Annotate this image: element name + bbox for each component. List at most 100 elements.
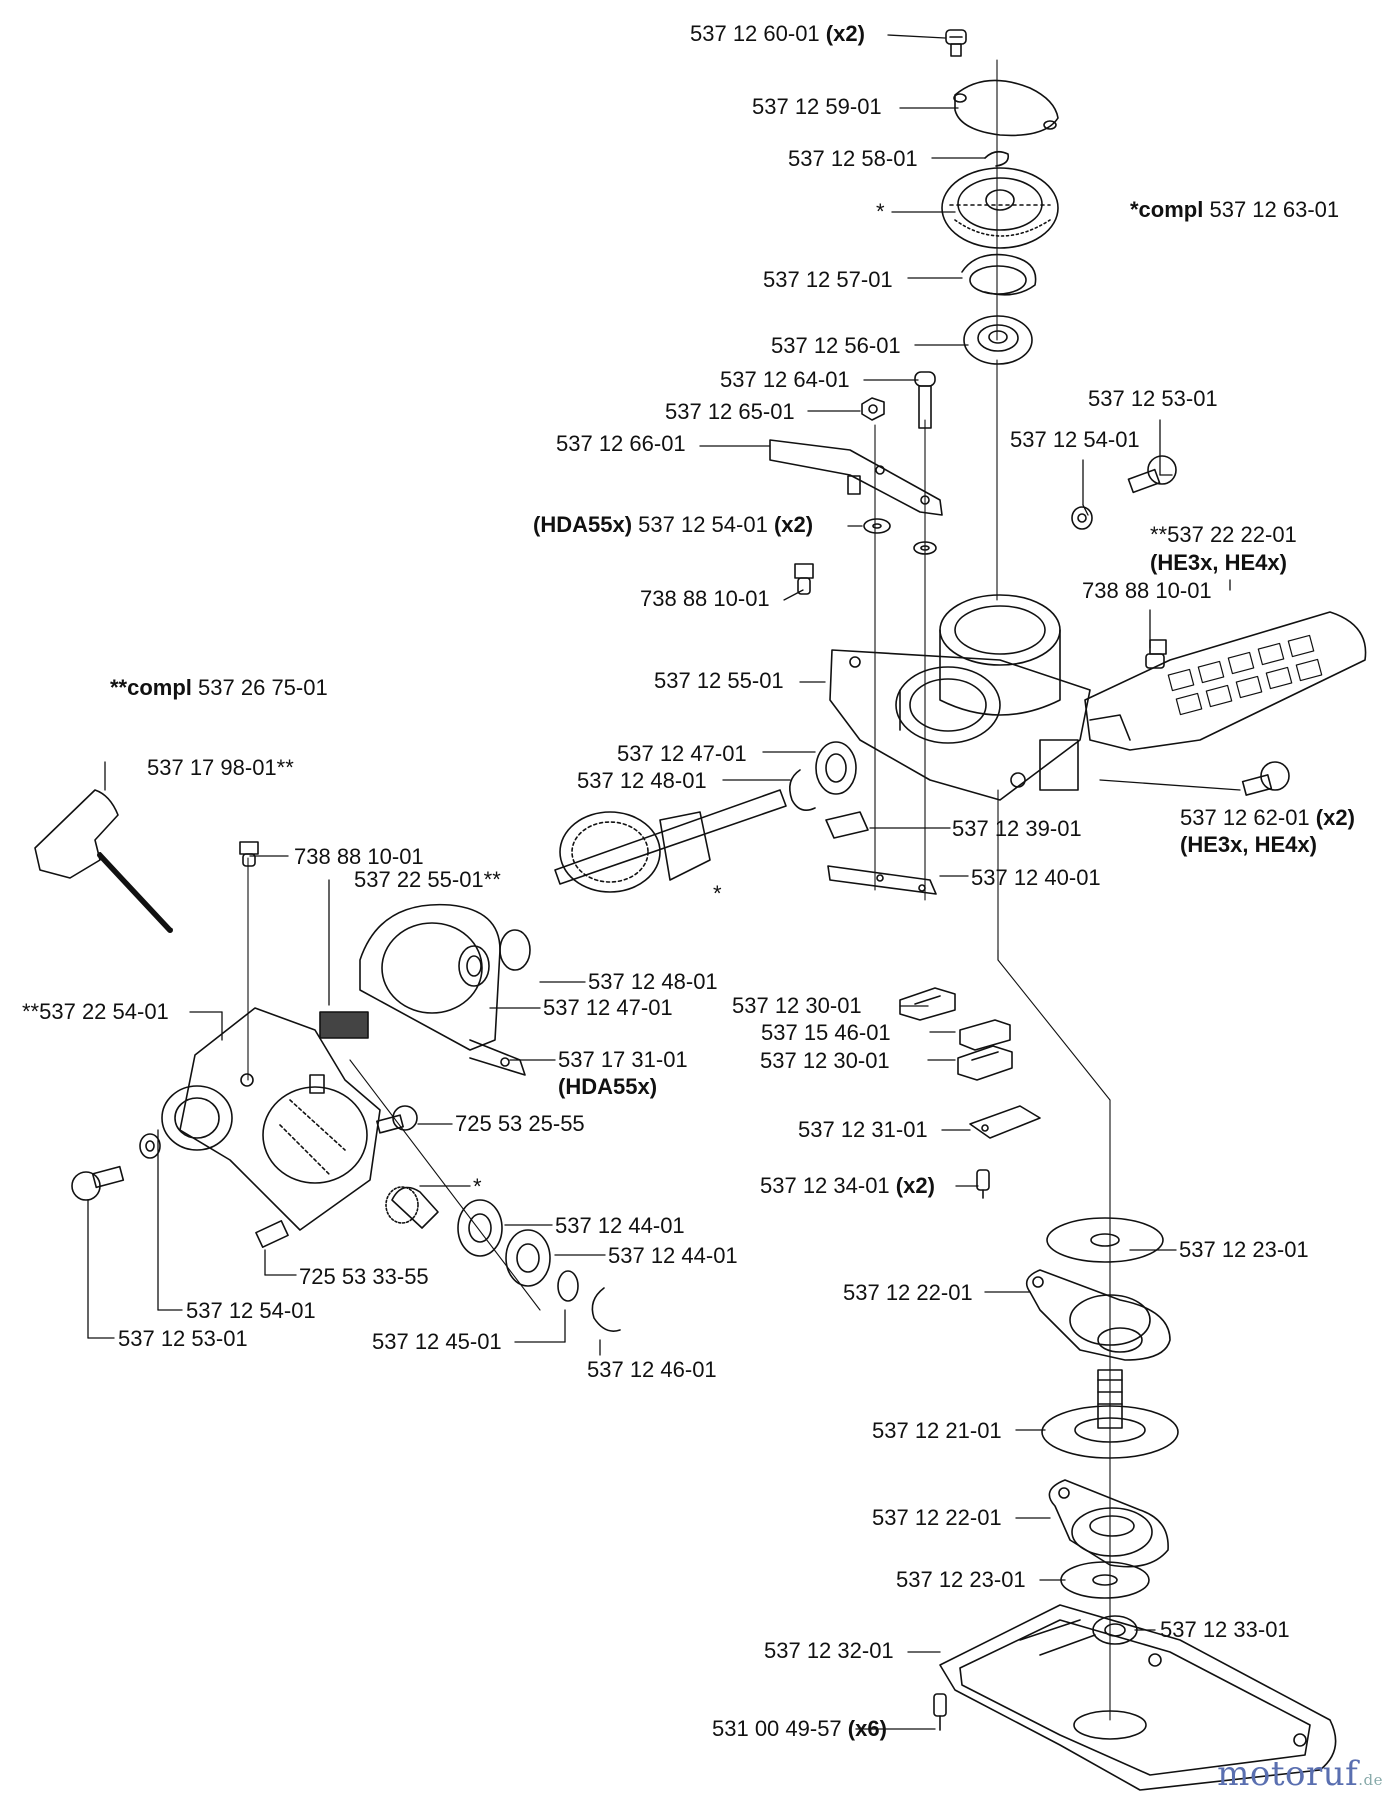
left-housing <box>161 1007 381 1231</box>
bevel-gear-large <box>941 167 1059 249</box>
bearing-lower-2 <box>505 1229 551 1287</box>
gear-housing <box>829 594 1091 801</box>
label-text: 725 53 25-55 <box>455 1111 585 1136</box>
label-text: 537 15 46-01 <box>761 1020 891 1045</box>
label-text: 537 12 54-01 <box>638 512 768 537</box>
part-label-p53: 537 12 23-01 <box>896 1568 1026 1592</box>
knob <box>34 789 173 933</box>
washer-top <box>1046 1217 1164 1263</box>
washer-bottom <box>1060 1561 1150 1599</box>
part-label-p32: 537 12 30-01 <box>732 994 862 1018</box>
part-label-p52: 537 12 22-01 <box>872 1506 1002 1530</box>
grease-nipple-1 <box>794 563 814 595</box>
label-text: 537 26 75-01 <box>198 675 328 700</box>
part-label-p25: 738 88 10-01 <box>294 845 424 869</box>
label-suffix: (x2) <box>895 1173 935 1198</box>
part-label-p9: 537 12 65-01 <box>665 400 795 424</box>
part-label-p48: 537 12 53-01 <box>118 1327 248 1351</box>
label-prefix: **compl <box>110 675 192 700</box>
label-prefix: (HDA55x) <box>533 512 633 537</box>
label-text: 537 12 57-01 <box>763 267 893 292</box>
part-label-p50: 537 12 46-01 <box>587 1358 717 1382</box>
label-text: 537 12 33-01 <box>1160 1617 1290 1642</box>
label-text: 537 12 58-01 <box>788 146 918 171</box>
label-text: 738 88 10-01 <box>640 586 770 611</box>
label-text: 537 12 23-01 <box>1179 1237 1309 1262</box>
part-label-p24: (HE3x, HE4x) <box>1180 833 1317 857</box>
shim-2 <box>827 865 937 895</box>
label-prefix: *compl <box>1130 197 1204 222</box>
part-label-p1: 537 12 60-01 (x2) <box>690 22 865 46</box>
part-label-p45: 725 53 33-55 <box>299 1265 429 1289</box>
label-text: 537 12 39-01 <box>952 816 1082 841</box>
label-text: * <box>876 199 885 224</box>
label-text: 537 12 56-01 <box>771 333 901 358</box>
screw-right <box>1127 455 1177 494</box>
screw-left <box>71 1165 125 1201</box>
crank-lower <box>1048 1479 1169 1568</box>
label-text: 537 12 47-01 <box>617 741 747 766</box>
part-label-p20: 537 17 98-01** <box>147 756 294 780</box>
label-text: **537 22 22-01 <box>1150 522 1297 547</box>
label-text: 537 12 64-01 <box>720 367 850 392</box>
block-1 <box>899 987 956 1021</box>
leader-lines <box>87 34 1241 1730</box>
label-text: 537 12 54-01 <box>186 1298 316 1323</box>
grease-nipple-2 <box>1145 639 1167 669</box>
part-label-p2: 537 12 59-01 <box>752 95 882 119</box>
part-label-p31: 537 12 47-01 <box>543 996 673 1020</box>
circlip-mid <box>789 769 816 811</box>
label-suffix: (x2) <box>825 21 865 46</box>
part-label-p43: 537 12 44-01 <box>608 1244 738 1268</box>
part-label-p37: (HDA55x) <box>558 1075 657 1099</box>
label-variant: (HE3x, HE4x) <box>1180 832 1317 857</box>
crank-upper <box>1025 1269 1171 1361</box>
gear-cover <box>953 79 1059 137</box>
part-label-p54: 537 12 33-01 <box>1160 1618 1290 1642</box>
label-text: 537 12 53-01 <box>1088 386 1218 411</box>
part-label-p39: 537 12 31-01 <box>798 1118 928 1142</box>
washer-hda55x <box>863 518 891 534</box>
part-label-p34: 537 15 46-01 <box>761 1021 891 1045</box>
label-text: * <box>473 1174 482 1199</box>
part-label-p3: 537 12 58-01 <box>788 147 918 171</box>
label-text: 537 12 54-01 <box>1010 427 1140 452</box>
part-label-p27: 537 22 55-01** <box>354 868 501 892</box>
part-label-p18: **compl 537 26 75-01 <box>110 676 328 700</box>
label-text: 537 12 48-01 <box>577 768 707 793</box>
label-text: 738 88 10-01 <box>1082 578 1212 603</box>
label-text: 537 12 23-01 <box>896 1567 1026 1592</box>
bearing-mid <box>815 741 857 795</box>
block-2 <box>959 1019 1011 1051</box>
part-label-p55: 537 12 32-01 <box>764 1639 894 1663</box>
washer-right <box>1071 506 1093 530</box>
bearing-lower-1 <box>457 1199 503 1257</box>
label-text: 738 88 10-01 <box>294 844 424 869</box>
part-label-p30: 537 12 48-01 <box>588 970 718 994</box>
part-label-p51: 537 12 21-01 <box>872 1419 1002 1443</box>
part-label-p11: 537 12 53-01 <box>1088 387 1218 411</box>
part-label-p13: (HDA55x) 537 12 54-01 (x2) <box>533 513 813 537</box>
part-label-p12: 537 12 54-01 <box>1010 428 1140 452</box>
label-text: 531 00 49-57 <box>712 1716 842 1741</box>
label-text: 537 12 63-01 <box>1209 197 1340 222</box>
part-label-p8: 537 12 64-01 <box>720 368 850 392</box>
label-text: 537 12 46-01 <box>587 1357 717 1382</box>
label-text: * <box>713 881 722 906</box>
label-text: 537 12 34-01 <box>760 1173 890 1198</box>
part-label-p33: **537 22 54-01 <box>22 1000 169 1024</box>
block-3 <box>957 1045 1013 1081</box>
label-suffix: (x2) <box>1315 805 1355 830</box>
grease-nipple-3 <box>239 841 259 867</box>
mounting-bracket <box>769 439 943 516</box>
label-text: 537 12 59-01 <box>752 94 882 119</box>
label-text: 537 12 45-01 <box>372 1329 502 1354</box>
part-label-p5: *compl 537 12 63-01 <box>1130 198 1339 222</box>
part-label-p49: 537 12 45-01 <box>372 1330 502 1354</box>
part-label-p21: 537 12 47-01 <box>617 742 747 766</box>
part-label-p17: 738 88 10-01 <box>1082 579 1212 603</box>
screw-725-55-25 <box>376 1105 418 1134</box>
label-text: 537 12 32-01 <box>764 1638 894 1663</box>
label-text: 537 12 22-01 <box>843 1280 973 1305</box>
